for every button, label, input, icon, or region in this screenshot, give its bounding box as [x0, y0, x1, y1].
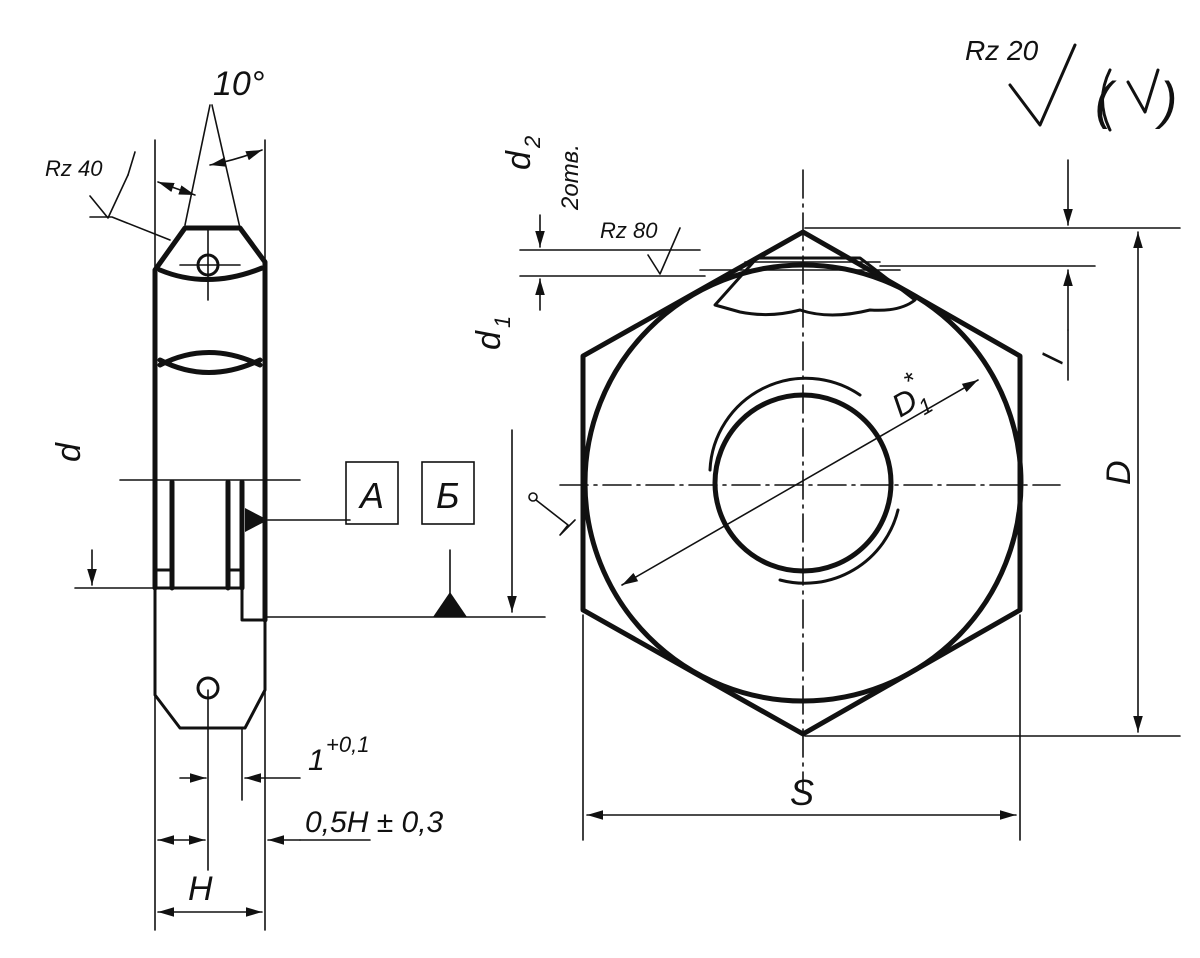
rz20-label: Rz 20 [965, 35, 1039, 66]
dim-half-h-label: 0,5H ± 0,3 [305, 806, 444, 839]
roughness-paren-close: ) [1154, 72, 1177, 130]
datum-b-label: Б [436, 475, 459, 516]
rz40-symbol [89, 174, 129, 219]
dim-d2-sub: 2 [520, 136, 545, 149]
datum-a-triangle [245, 508, 268, 532]
front-view [507, 159, 1181, 841]
paren-roughness-symbol [1126, 68, 1160, 114]
chamfer-circle [582, 262, 1024, 704]
dim-d1-sub: 1 [490, 316, 515, 328]
dim-S-label: S [790, 772, 814, 813]
dim-H-label: H [188, 870, 213, 908]
dim-d1-label: d [470, 330, 508, 350]
side-bore [152, 477, 268, 623]
rz40-label: Rz 40 [45, 156, 103, 181]
dim-tol-main: 1 [308, 744, 325, 777]
rz80-label: Rz 80 [600, 218, 658, 243]
front-section-hatch [713, 256, 917, 317]
dim-d2-label: d [500, 150, 538, 170]
datum-a-box [345, 461, 399, 525]
side-view [74, 104, 546, 931]
dim-l-label: l [1037, 351, 1071, 367]
datum-b-triangle [433, 592, 467, 617]
dim-tol-sup: +0,1 [326, 732, 369, 757]
dim-D-label: D [1100, 460, 1138, 485]
rz80-symbol [647, 227, 681, 275]
dim-d2-note: 2отв. [557, 144, 584, 211]
angle-label: 10° [213, 65, 264, 103]
hexagon-outline [580, 229, 1023, 737]
datum-a-label: А [358, 475, 384, 516]
dim-d-label: d [50, 442, 88, 462]
side-section-hatch [153, 586, 267, 730]
roughness-paren-open: ( [1095, 72, 1117, 130]
dim-d1star-line [621, 379, 979, 586]
datum-b-box [421, 461, 475, 525]
general-roughness-symbol [1008, 43, 1077, 127]
side-hole-top [196, 253, 220, 277]
